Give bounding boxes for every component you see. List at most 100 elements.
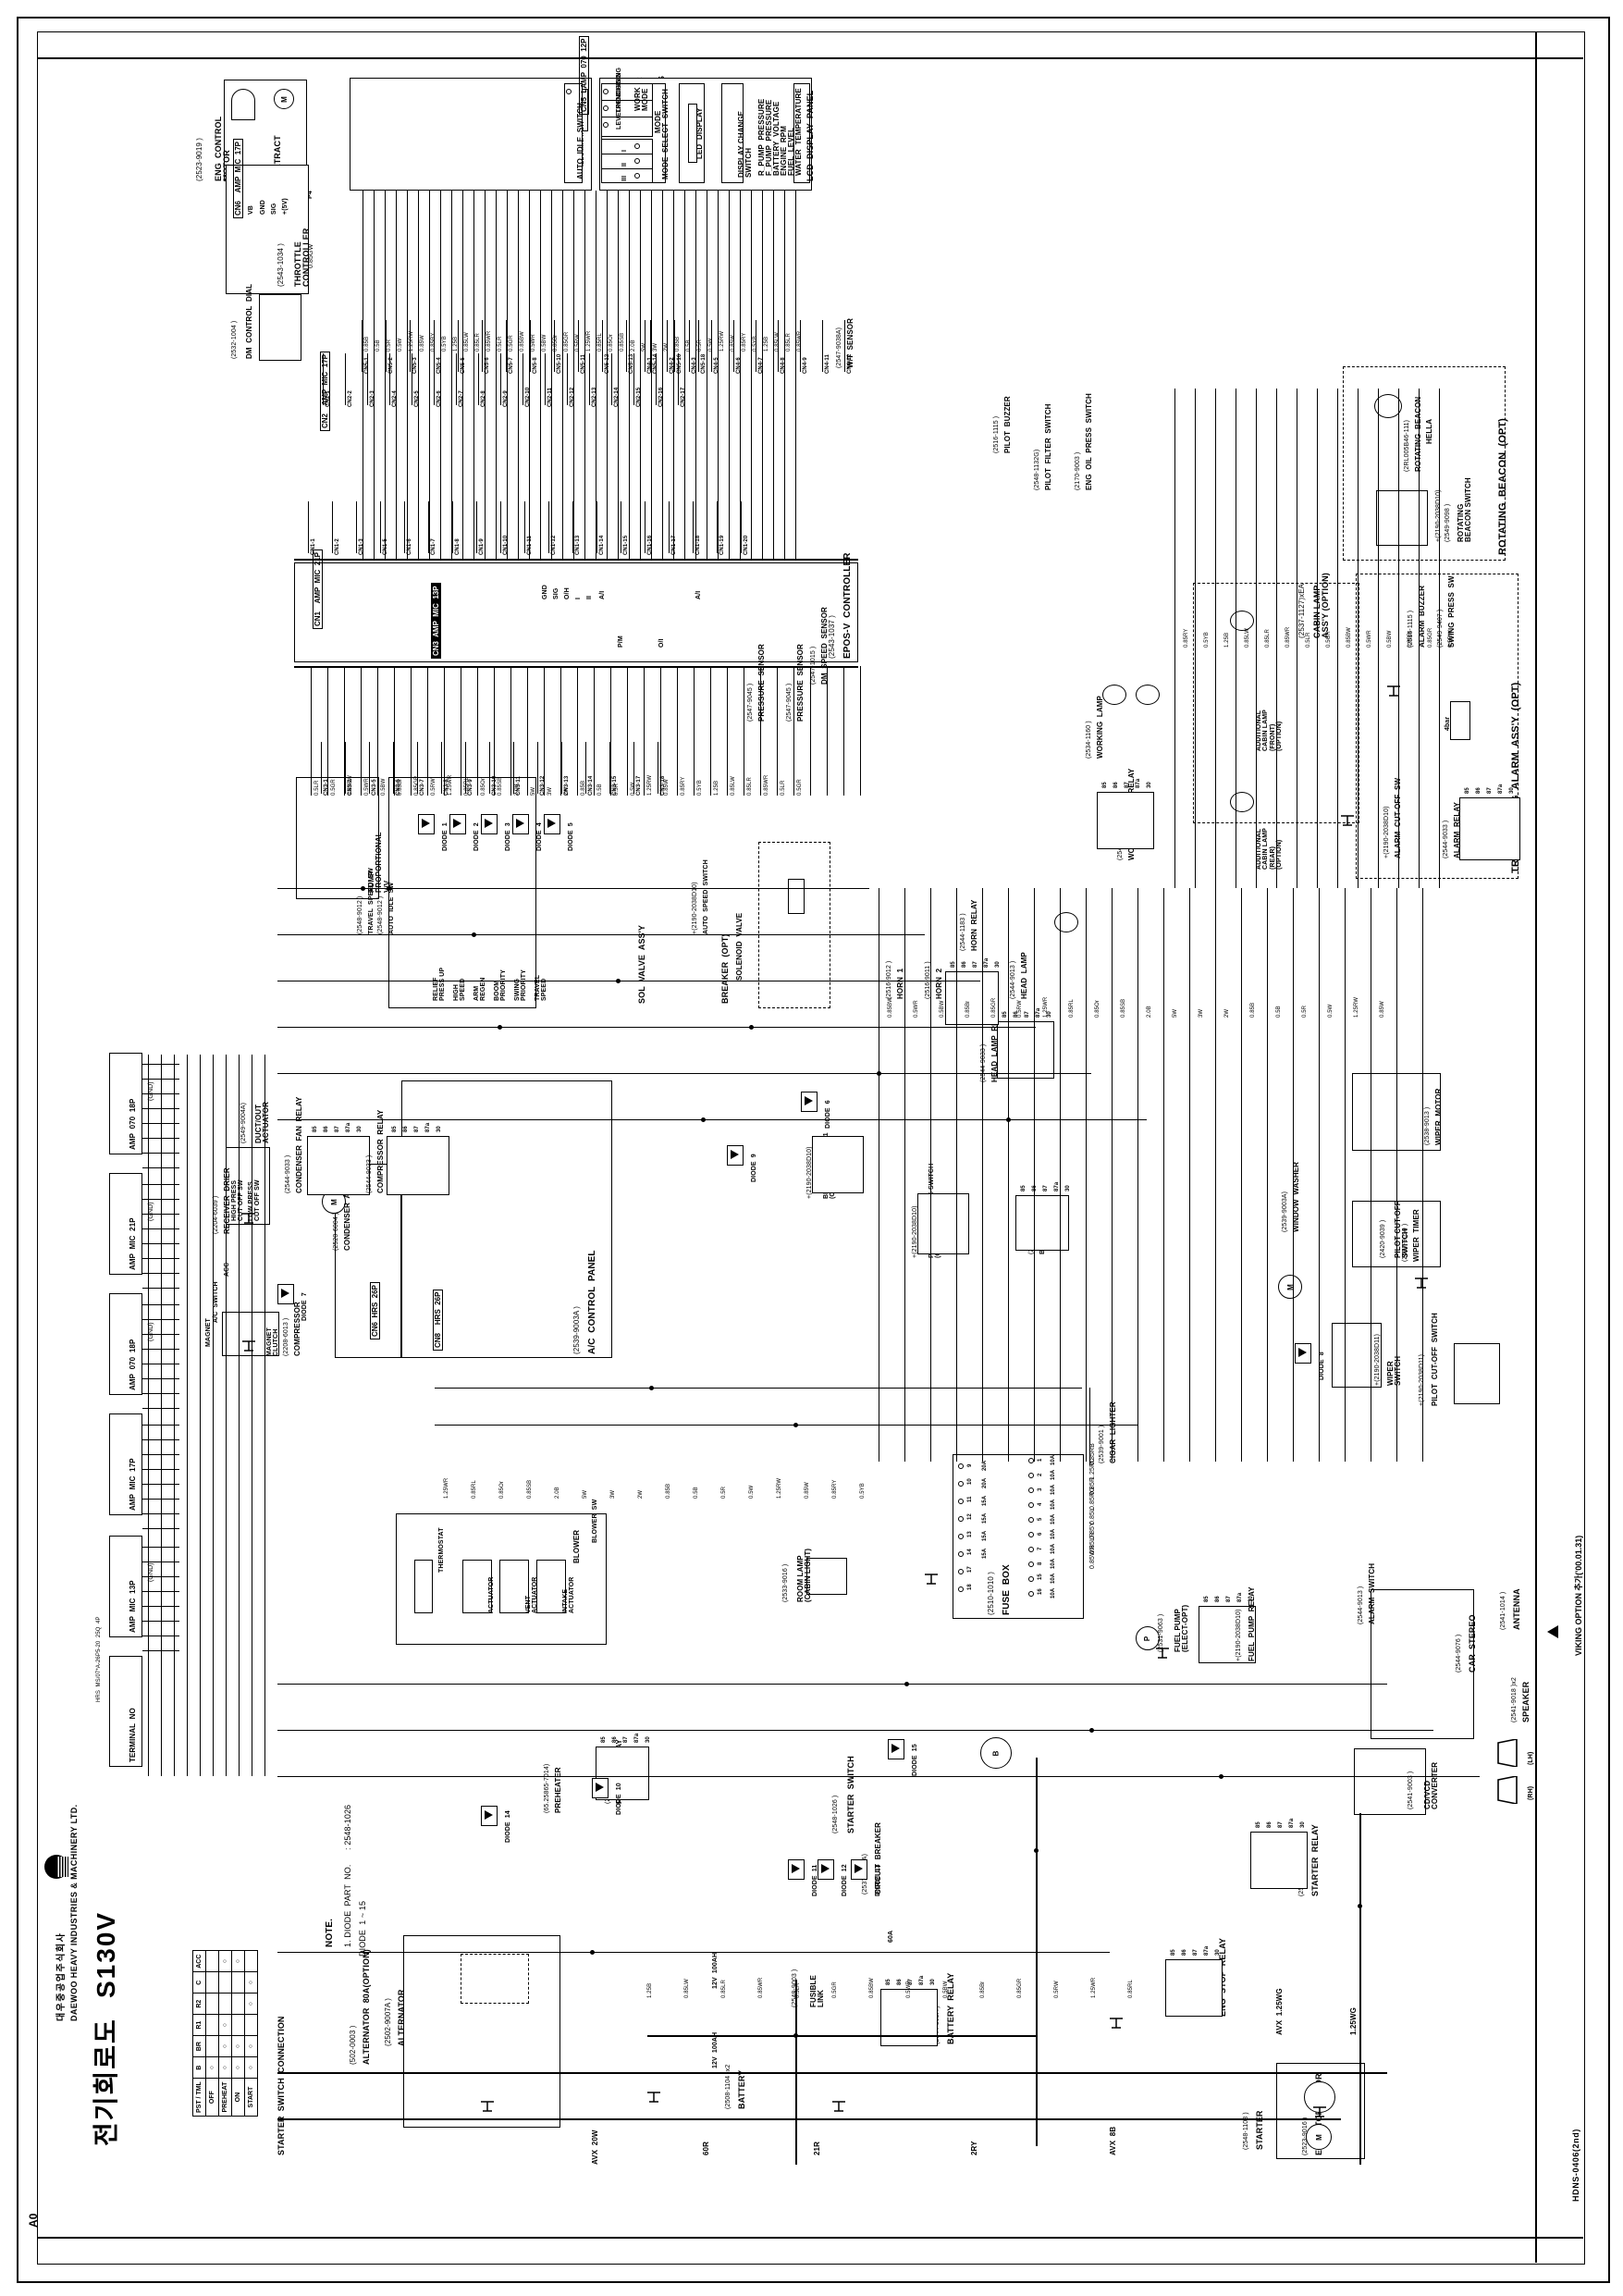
diode-arrow-icon — [821, 1864, 830, 1873]
fuse-right-number: 5 — [1038, 1517, 1043, 1521]
work-mode-leveling: LEVELING — [616, 96, 622, 130]
wire-segment — [142, 1079, 179, 1080]
starter-table-col-br: BR — [192, 2035, 206, 2057]
wire-segment — [662, 191, 664, 561]
fuse-right-number: 3 — [1038, 1487, 1043, 1491]
starter-table-row: OFF○ — [205, 1950, 219, 2117]
auto-idle-radio[interactable] — [566, 89, 572, 94]
working-lamp-name: WORKING LAMP — [1096, 696, 1104, 759]
pilot-cut-off-switch-box[interactable] — [1454, 1343, 1500, 1404]
rotating-beacon-switch-box[interactable] — [1376, 490, 1428, 546]
wire-gauge-label: 1.25B — [764, 336, 769, 352]
starter-name: STARTER — [1255, 2110, 1264, 2150]
power-mode-radio-2[interactable] — [634, 158, 640, 164]
relay-pin-label: 30 — [930, 1979, 936, 1985]
epos-pin-ai-1: A/I — [599, 590, 606, 599]
pin-lead — [332, 501, 334, 553]
wire-segment — [142, 1138, 179, 1140]
relay-pin-label: 87 — [1025, 1011, 1030, 1018]
alternator-opt-name: ALTERNATOR 80A(OPTION) — [362, 1949, 371, 2065]
actuator-label-1: ACTUATOR — [488, 1576, 495, 1613]
wire-gauge-label: 0.5RW — [1054, 1981, 1060, 1998]
relay-pin-label: 85 — [1204, 1596, 1210, 1602]
wire-segment — [142, 1408, 179, 1410]
wire-segment — [494, 666, 496, 796]
wire-gauge-label: 0.5WR — [914, 1000, 919, 1018]
epos-bottom-bus — [294, 666, 858, 669]
heavy-wire-label: AVX 1.25WG — [1275, 1988, 1284, 2035]
wire-segment — [629, 191, 631, 561]
pin-lead — [633, 742, 635, 794]
wire-gauge-label: 0.5R — [387, 339, 392, 352]
blower-label: BLOWER — [572, 1529, 581, 1563]
pin-lead — [367, 353, 369, 405]
fuse-right-terminal — [1028, 1547, 1034, 1552]
wire-segment — [784, 191, 786, 561]
breaker-opt-label: BREAKER (OPT) — [720, 933, 730, 1004]
battery-rating-1: 12V 100AH — [712, 2031, 719, 2068]
wiper-switch-box[interactable] — [1332, 1323, 1382, 1388]
wire-segment — [1195, 389, 1197, 888]
wire-gauge-label: 0.85Br — [398, 778, 403, 796]
wire-gauge-label: 0.85LW — [731, 776, 736, 796]
wire-gauge-label: 0.85B — [675, 336, 681, 352]
pin-lead — [410, 320, 412, 372]
work-mode-group — [601, 83, 653, 137]
epos-pin-oi: O/I — [658, 638, 665, 648]
work-mode-radio-leveling[interactable] — [603, 122, 609, 128]
speaker-rh: (RH) — [1528, 1785, 1534, 1800]
wire-segment — [1036, 1758, 1039, 2146]
head-lamp-name: HEAD LAMP — [1020, 952, 1028, 999]
pin-lead — [698, 320, 700, 372]
wire-segment — [684, 191, 686, 561]
work-mode-radio-trenching[interactable] — [603, 105, 609, 111]
pin-lead — [500, 353, 502, 405]
relay-pin-label: 87 — [1226, 1596, 1232, 1602]
auto-idle-switch-box[interactable] — [564, 83, 583, 183]
wire-segment — [1008, 888, 1010, 1462]
wire-gauge-label: 1.25B — [1224, 632, 1230, 648]
wire-segment — [956, 888, 958, 1462]
relay-pin-label: 87a — [1054, 1181, 1060, 1191]
power-mode-radio-3[interactable] — [634, 173, 640, 179]
pin-label-cn2: CN2-17 — [681, 387, 686, 407]
power-mode-radio-1[interactable] — [634, 143, 640, 149]
wire-gauge-label: 0.85RL — [1128, 1980, 1134, 1998]
relay-pin-label: 30 — [646, 1736, 651, 1743]
led-display-label: LED DISPLAY — [695, 107, 704, 159]
wire-gauge-label: 3W — [1199, 1008, 1204, 1018]
wire-gauge-label: 0.85LR — [475, 333, 481, 352]
diode-label: DIODE 10 — [616, 1783, 622, 1815]
wire-segment — [1337, 389, 1339, 888]
wire-junction — [904, 1682, 909, 1686]
wire-junction — [793, 1423, 798, 1427]
wire-segment — [142, 1454, 179, 1456]
wire-segment — [142, 1184, 179, 1186]
wire-gauge-label: 0.85RL — [597, 333, 603, 352]
display-change-switch-box[interactable] — [721, 83, 744, 183]
wire-gauge-label: 0.5W — [631, 782, 636, 796]
rotating-beacon-switch-part: (2549-9098 ) — [1445, 503, 1451, 542]
pin-lead — [602, 320, 604, 372]
power-max-switch-box[interactable] — [917, 1193, 969, 1254]
compressor-box — [222, 1312, 279, 1356]
work-mode-radio-digging[interactable] — [603, 89, 609, 94]
wire-segment — [142, 1547, 179, 1549]
lcd-item-fuel-level: FUEL LEVEL — [787, 127, 795, 176]
fuse-right-number: 15 — [1038, 1574, 1043, 1580]
fuse-right-number: 4 — [1038, 1502, 1043, 1506]
pin-lead — [674, 320, 676, 372]
wire-gauge-label: 2.0B — [514, 784, 520, 796]
wire-segment — [485, 191, 486, 561]
wire-segment — [374, 191, 375, 561]
window-washer-part: (2539-9003A) — [1282, 1191, 1288, 1232]
relay-pin-label: 87a — [1289, 1818, 1295, 1828]
relay-pin-label: 87a — [1204, 1945, 1210, 1956]
breaker-switch-box[interactable] — [812, 1136, 864, 1193]
pin-lead — [458, 320, 460, 372]
wire-gauge-label: 0.5LR — [795, 1982, 801, 1998]
fuse-right-number: 1 — [1038, 1458, 1043, 1462]
wire-segment — [1396, 888, 1398, 1462]
starter-switch-icon[interactable]: B — [980, 1737, 1012, 1769]
relay-pin-label: 86 — [1014, 1011, 1019, 1018]
